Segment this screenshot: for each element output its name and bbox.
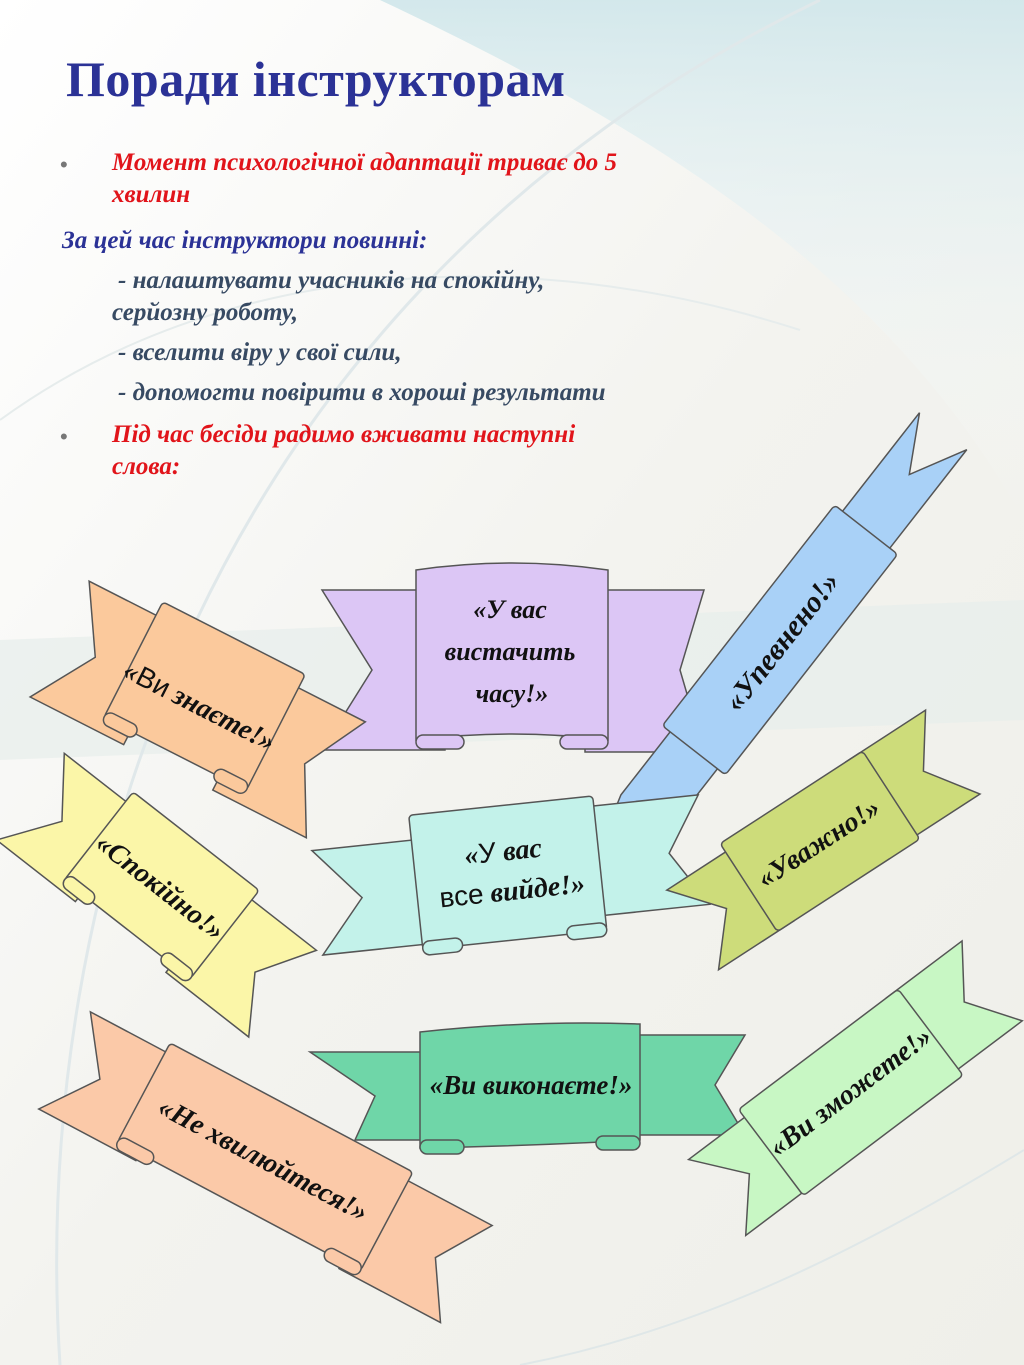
green-text: «Ви виконаєте!» — [430, 1070, 633, 1100]
page-title: Поради інструкторам — [66, 51, 566, 107]
banner-green: «Ви виконаєте!» — [307, 1022, 747, 1155]
banner-orange: «Ви знаєте!» — [28, 579, 367, 839]
adaptation-line: Момент психологічної адаптації триває до… — [112, 149, 618, 176]
task-1: - налаштувати учасників на спокійну, — [118, 267, 545, 294]
banner-peach: «Не хвилюйтеся!» — [37, 1010, 494, 1324]
bullet-2: • — [60, 424, 68, 449]
banner-mint: «Ви зможете!» — [686, 939, 1024, 1238]
words-line: Під час бесіди радимо вживати наступні — [112, 421, 576, 448]
purple-line-1: «У вас — [473, 595, 547, 624]
bullet-1: • — [60, 152, 68, 177]
words-line-cont: слова: — [112, 453, 181, 480]
task-3: - допомогти повірити в хороші результати — [118, 379, 606, 406]
purple-line-3: часу!» — [476, 679, 549, 708]
instructors-lead: За цей час інструктори повинні: — [62, 227, 428, 254]
banner-olive: «Уважно!» — [665, 708, 982, 972]
cyan-line-1: «У вас — [463, 832, 544, 872]
banner-purple: «У вас вистачить часу!» — [320, 562, 706, 753]
adaptation-line-cont: хвилин — [112, 181, 191, 208]
banner-cyan: «У вас все вийде!» — [310, 794, 712, 956]
task-1-cont: серйозну роботу, — [112, 299, 298, 326]
purple-line-2: вистачить — [445, 637, 576, 666]
task-2: - вселити віру у свої сили, — [118, 339, 402, 366]
